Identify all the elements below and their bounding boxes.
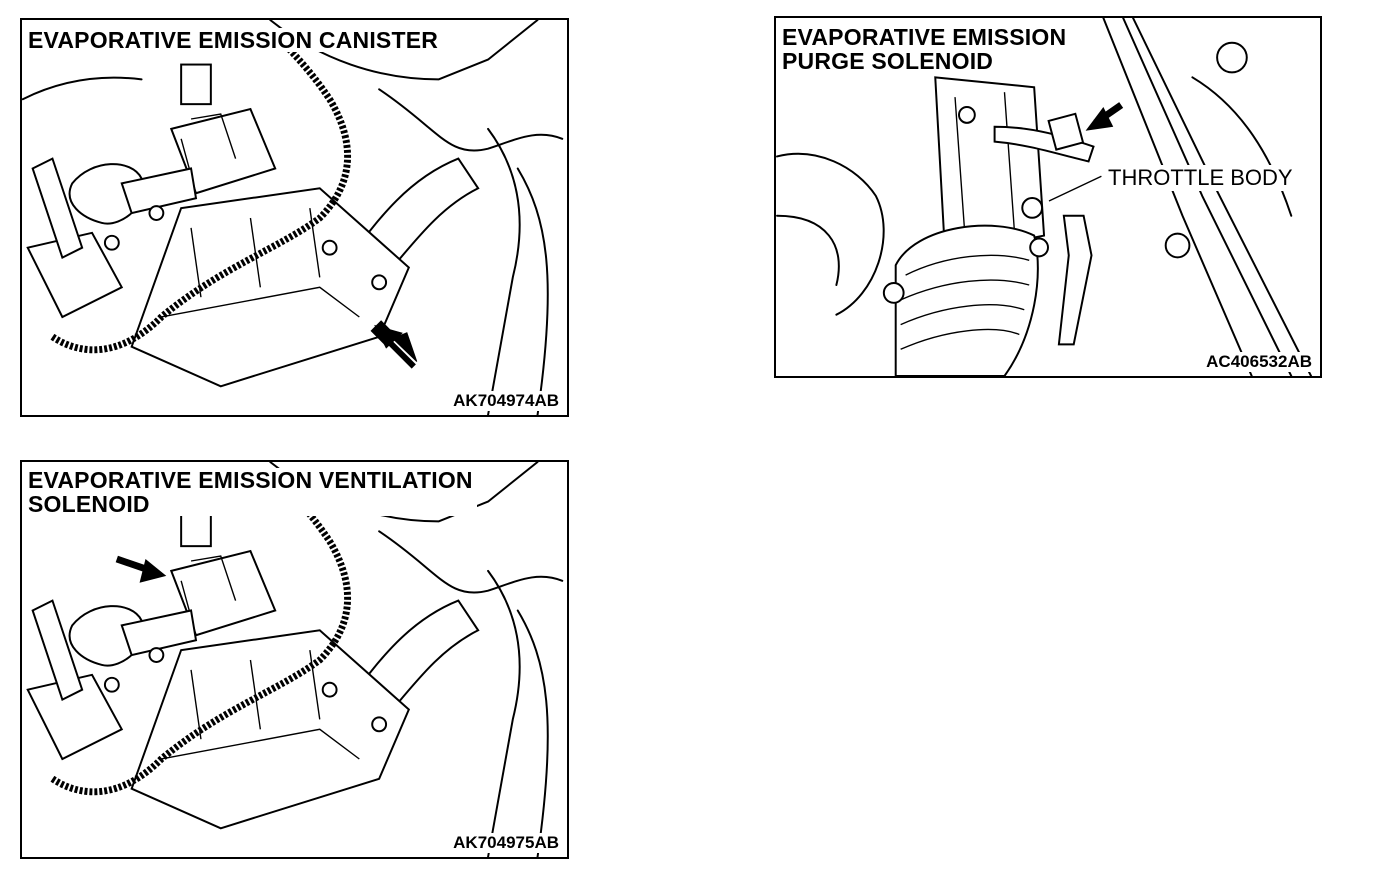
- throttle-body-label: THROTTLE BODY: [1106, 165, 1295, 191]
- figure-title: EVAPORATIVE EMISSION PURGE SOLENOID: [782, 25, 1071, 73]
- ventilation-solenoid-illustration: [26, 462, 564, 857]
- figure-canister: EVAPORATIVE EMISSION CANISTER AK704974AB: [20, 18, 569, 417]
- figure-title: EVAPORATIVE EMISSION VENTILATION SOLENOI…: [28, 468, 477, 516]
- figure-code: AK704974AB: [451, 391, 561, 411]
- purge-solenoid-illustration: [776, 18, 1313, 376]
- figure-code: AC406532AB: [1204, 352, 1314, 372]
- figure-code: AK704975AB: [451, 833, 561, 853]
- figure-title: EVAPORATIVE EMISSION CANISTER: [28, 28, 443, 52]
- figure-purge-solenoid: EVAPORATIVE EMISSION PURGE SOLENOID THRO…: [774, 16, 1322, 378]
- canister-illustration: [22, 20, 564, 415]
- figure-ventilation-solenoid: EVAPORATIVE EMISSION VENTILATION SOLENOI…: [20, 460, 569, 859]
